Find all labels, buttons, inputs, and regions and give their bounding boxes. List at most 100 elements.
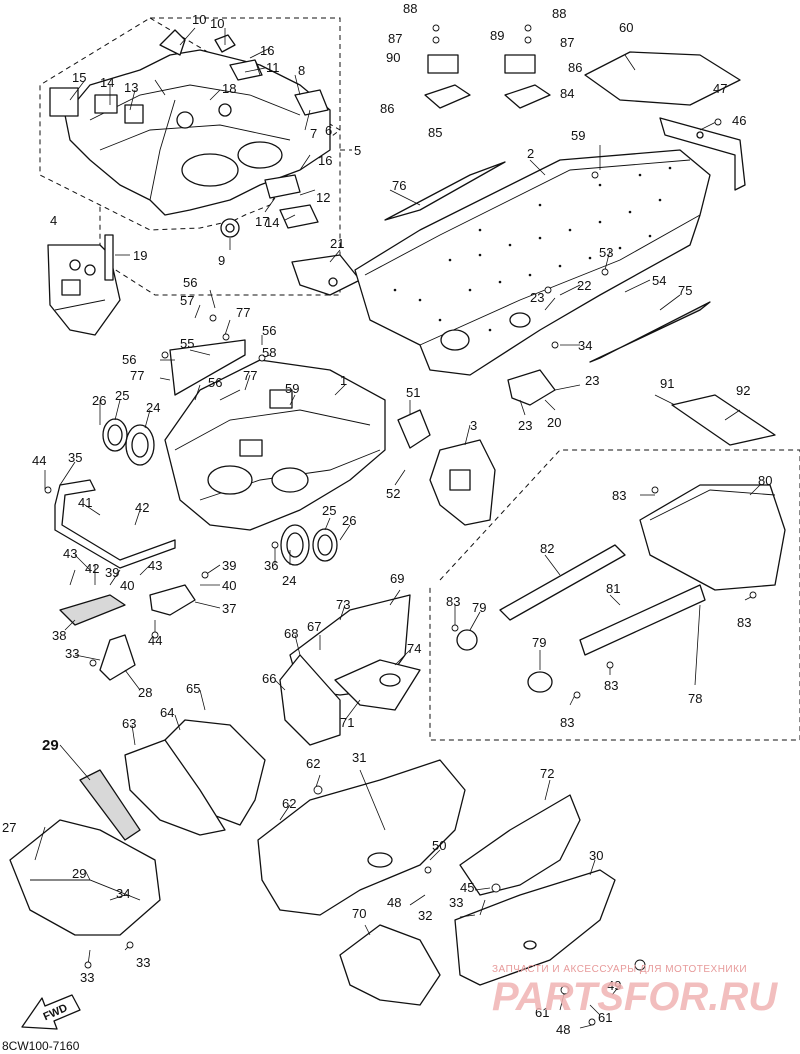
- diagram-code: 8CW100-7160: [2, 1039, 80, 1053]
- label-39a: 39: [222, 558, 236, 573]
- label-10b: 10: [210, 16, 224, 31]
- label-88b: 88: [552, 6, 566, 21]
- label-27: 27: [2, 820, 16, 835]
- label-56d: 56: [208, 375, 222, 390]
- handle-bar-35: [54, 479, 176, 569]
- label-48a: 48: [387, 895, 401, 910]
- strip-75: [589, 301, 711, 363]
- label-77b: 77: [130, 368, 144, 383]
- label-62a: 62: [306, 756, 320, 771]
- label-83c: 83: [737, 615, 751, 630]
- label-20: 20: [547, 415, 561, 430]
- label-55: 55: [180, 336, 194, 351]
- label-63: 63: [122, 716, 136, 731]
- lower-cowl-27: [9, 819, 161, 936]
- label-28: 28: [138, 685, 152, 700]
- rail-82: [499, 544, 626, 621]
- label-83a: 83: [612, 488, 626, 503]
- label-76: 76: [392, 178, 406, 193]
- label-9: 9: [218, 253, 225, 268]
- panel-72: [459, 794, 581, 896]
- label-29a: 29: [42, 737, 59, 754]
- label-68: 68: [284, 626, 298, 641]
- label-1: 1: [340, 373, 347, 388]
- panel-71: [334, 659, 421, 711]
- watermark: ЗАПЧАСТИ И АКСЕССУАРЫ ДЛЯ МОТОТЕХНИКИ PA…: [492, 964, 778, 1019]
- label-71: 71: [340, 715, 354, 730]
- label-24b: 24: [282, 573, 296, 588]
- wheel-79-lower: [527, 671, 553, 693]
- front-frame-assembly: [49, 29, 331, 238]
- label-4: 4: [50, 213, 57, 228]
- label-89: 89: [490, 28, 504, 43]
- label-81: 81: [606, 581, 620, 596]
- label-79a: 79: [472, 600, 486, 615]
- label-14b: 14: [265, 215, 279, 230]
- label-65: 65: [186, 681, 200, 696]
- label-33b: 33: [80, 970, 94, 985]
- bracket-46: [659, 117, 746, 191]
- ring-25-right: [312, 528, 338, 562]
- bracket-3: [429, 439, 496, 526]
- label-16b: 16: [318, 153, 332, 168]
- label-56b: 56: [262, 323, 276, 338]
- bracket-20: [507, 369, 556, 406]
- label-82: 82: [540, 541, 554, 556]
- label-3: 3: [470, 418, 477, 433]
- label-59b: 59: [285, 381, 299, 396]
- panel-63: [124, 739, 226, 836]
- bracket-4: [47, 234, 121, 336]
- label-80: 80: [758, 473, 772, 488]
- part-labels: 1 2 3 4 5 6 7 8 9 10 10 11 12 13 14 14 1…: [2, 1, 772, 1037]
- panel-70: [339, 924, 441, 1006]
- tunnel-2: [354, 149, 711, 376]
- grille-29: [79, 769, 141, 841]
- label-87a: 87: [388, 31, 402, 46]
- label-90: 90: [386, 50, 400, 65]
- fasteners: [44, 24, 757, 1026]
- label-83b: 83: [446, 594, 460, 609]
- label-6: 6: [325, 123, 332, 138]
- boot-24-right: [280, 524, 310, 566]
- skid-plate-30: [454, 869, 616, 986]
- label-17: 17: [255, 214, 269, 229]
- label-40b: 40: [120, 578, 134, 593]
- label-62b: 62: [282, 796, 296, 811]
- label-92: 92: [736, 383, 750, 398]
- label-33d: 33: [449, 895, 463, 910]
- label-61a: 61: [535, 1005, 549, 1020]
- label-75: 75: [678, 283, 692, 298]
- label-44b: 44: [148, 633, 162, 648]
- label-57: 57: [180, 293, 194, 308]
- label-26a: 26: [92, 393, 106, 408]
- fwd-arrow: FWD: [21, 994, 81, 1030]
- label-24a: 24: [146, 400, 160, 415]
- label-45: 45: [460, 880, 474, 895]
- label-30: 30: [589, 848, 603, 863]
- label-35: 35: [68, 450, 82, 465]
- label-67: 67: [307, 619, 321, 634]
- label-56c: 56: [122, 352, 136, 367]
- watermark-logo: PARTSFOR.RU: [492, 975, 778, 1019]
- label-84: 84: [560, 86, 574, 101]
- label-42a: 42: [135, 500, 149, 515]
- label-78: 78: [688, 691, 702, 706]
- label-2: 2: [527, 146, 534, 161]
- label-25b: 25: [322, 503, 336, 518]
- bracket-51: [397, 409, 431, 449]
- mount-84: [504, 84, 551, 109]
- label-5: 5: [354, 143, 361, 158]
- mount-90: [427, 54, 459, 74]
- label-33c: 33: [136, 955, 150, 970]
- boot-24-left: [125, 424, 155, 466]
- main-frame-1: [164, 339, 386, 531]
- plate-92: [671, 394, 776, 446]
- label-87b: 87: [560, 35, 574, 50]
- label-77a: 77: [236, 305, 250, 320]
- label-37: 37: [222, 601, 236, 616]
- label-51: 51: [406, 385, 420, 400]
- label-79b: 79: [532, 635, 546, 650]
- label-21: 21: [330, 236, 344, 251]
- label-91: 91: [660, 376, 674, 391]
